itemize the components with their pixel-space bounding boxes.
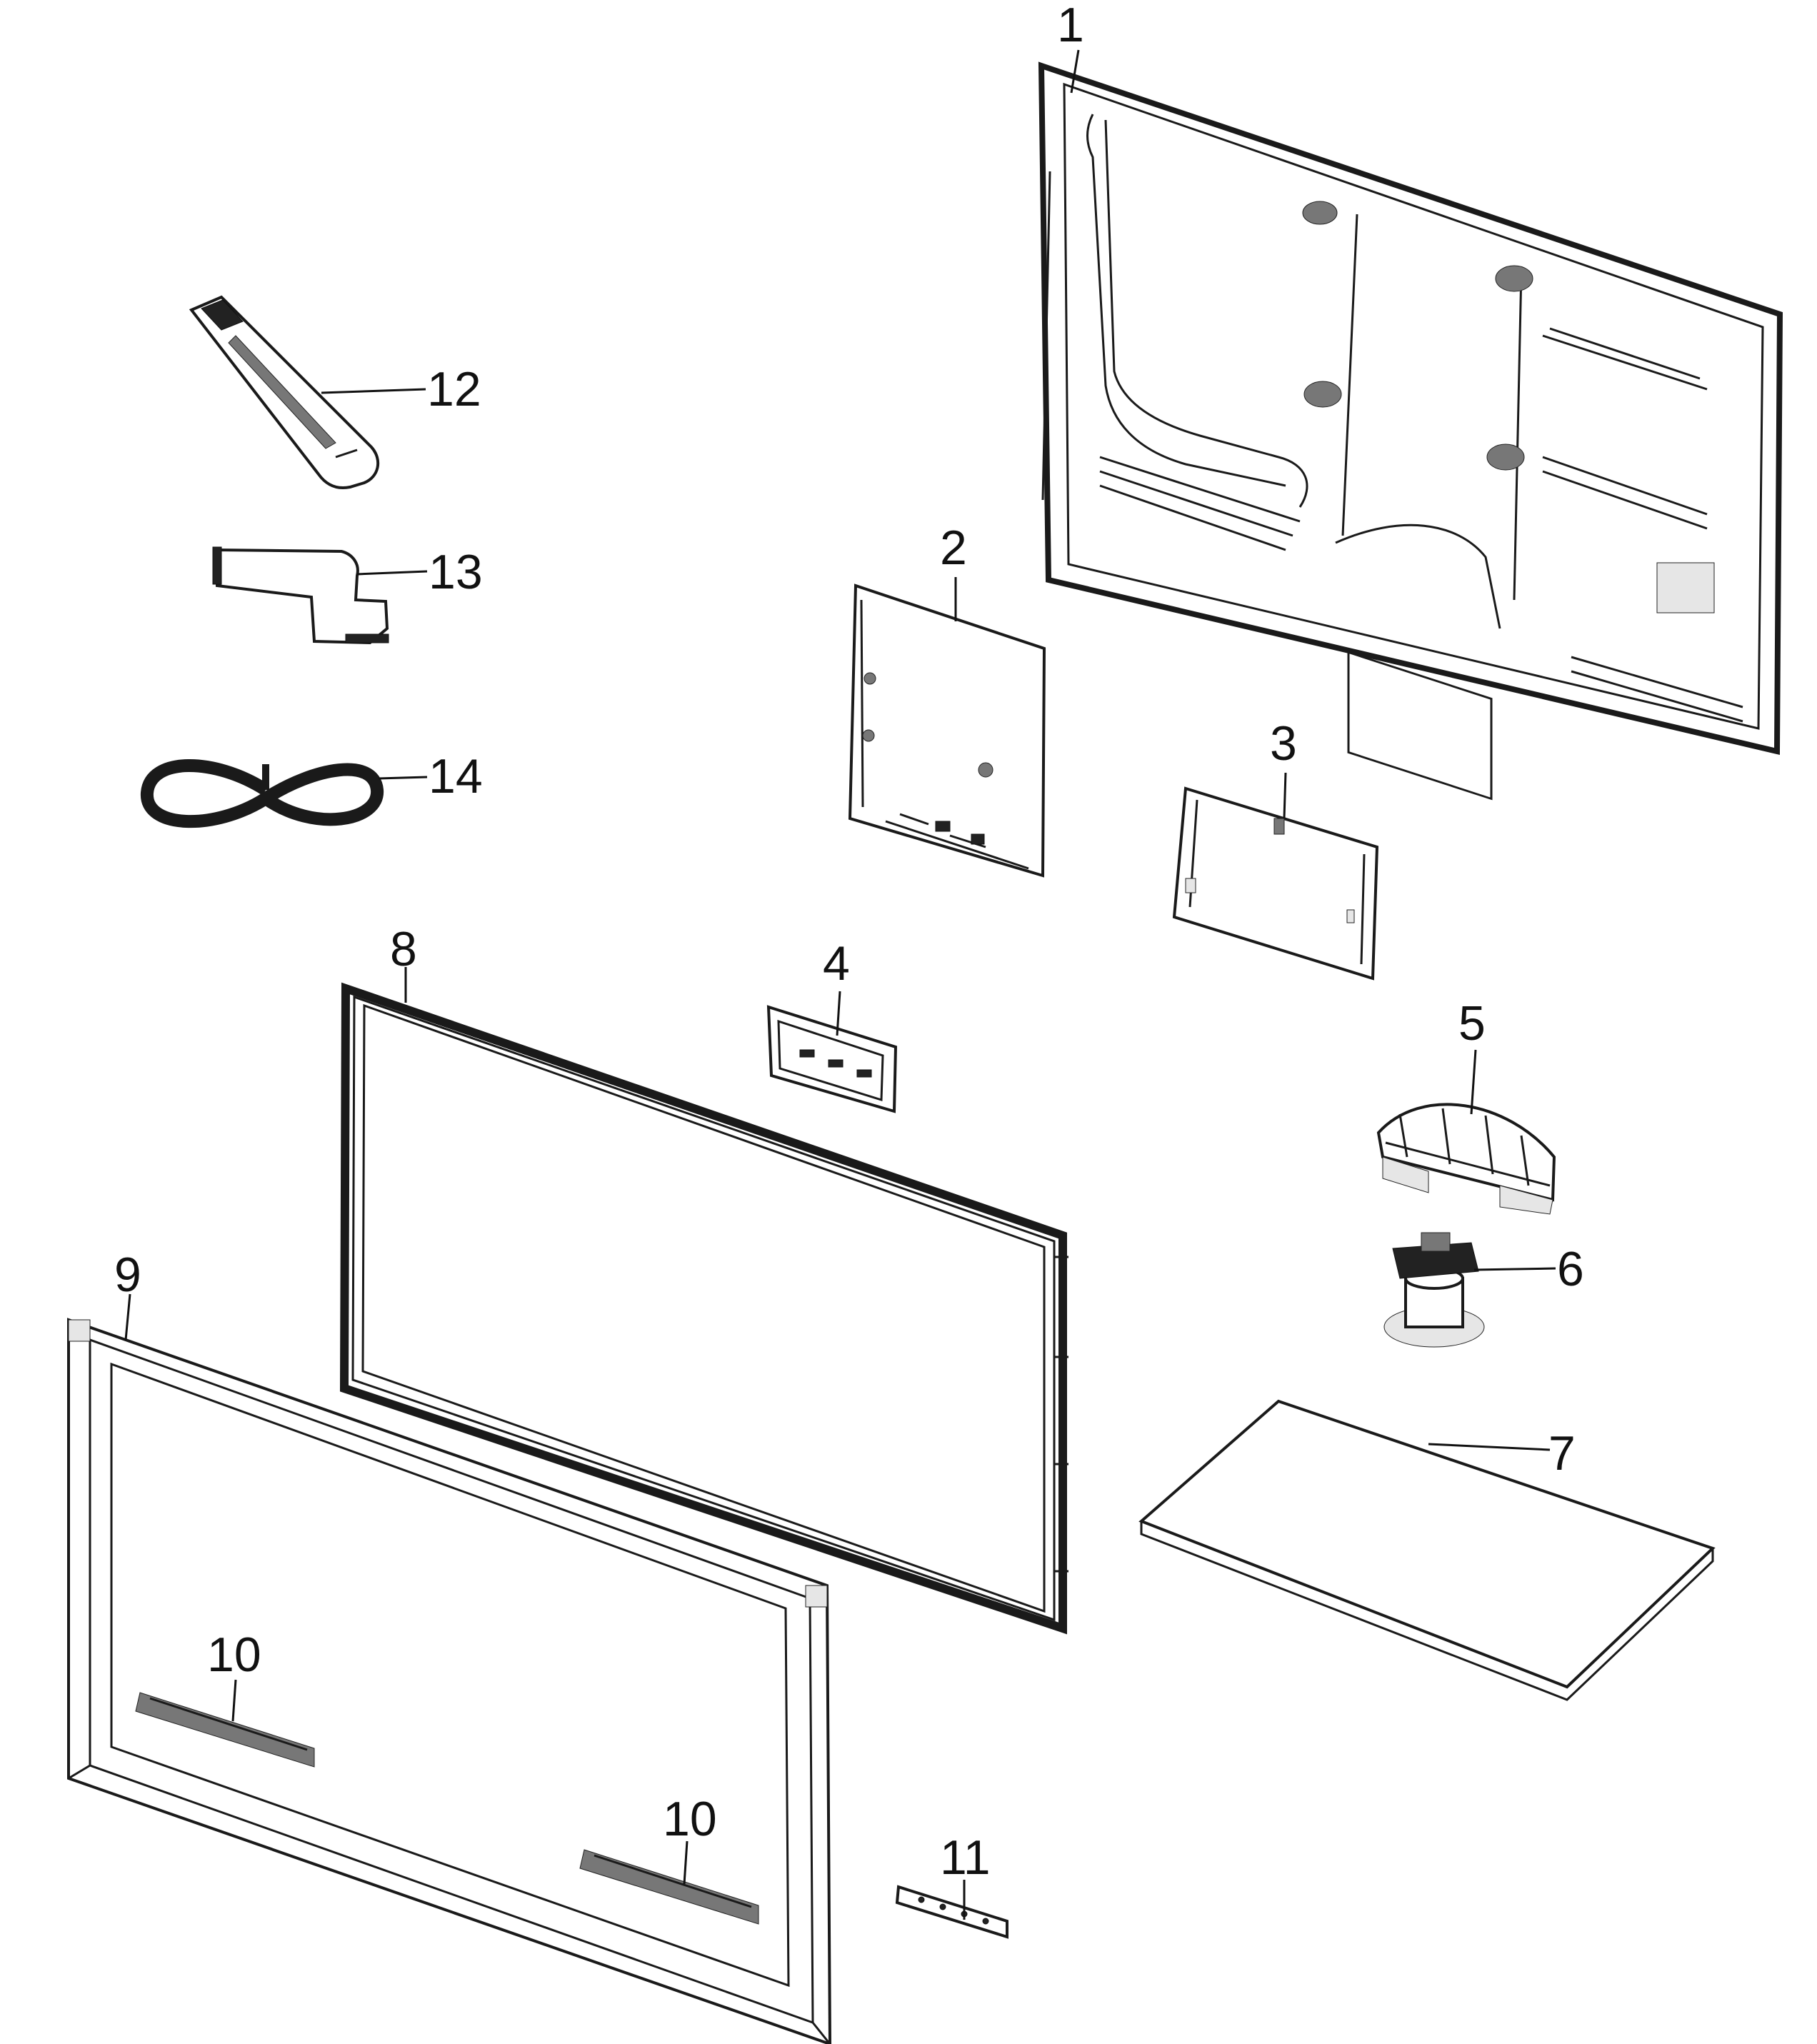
stand-neck — [1383, 1232, 1485, 1348]
callout-label-8: 8 — [390, 922, 417, 976]
callout-label-7: 7 — [1548, 1426, 1576, 1481]
function-board — [766, 1005, 898, 1113]
speaker-right — [579, 1849, 759, 1925]
callout-label-14: 14 — [429, 749, 483, 803]
callout-label-2: 2 — [940, 521, 967, 575]
callout-label-6: 6 — [1557, 1242, 1584, 1296]
callout-label-10b: 10 — [663, 1792, 717, 1846]
main-board — [848, 583, 1046, 878]
callout-label-3: 3 — [1270, 716, 1297, 771]
panel — [339, 982, 1068, 1635]
front-bezel — [67, 1318, 832, 2044]
ir-board — [895, 1885, 1008, 1939]
remote-control — [189, 295, 379, 489]
callout-label-4: 4 — [823, 936, 850, 991]
callout-label-1: 1 — [1057, 0, 1084, 52]
back-cover — [1038, 61, 1783, 801]
power-cord — [140, 759, 384, 828]
callout-label-5: 5 — [1458, 996, 1486, 1051]
callout-label-12: 12 — [427, 362, 481, 416]
power-board — [1172, 786, 1379, 981]
lvds-cable — [212, 546, 389, 645]
stand-neck-cover — [1376, 1103, 1556, 1215]
callout-label-10a: 10 — [207, 1628, 261, 1682]
stand-base — [1138, 1399, 1716, 1701]
speaker-left — [135, 1692, 315, 1768]
callout-label-11: 11 — [940, 1830, 991, 1885]
callout-label-13: 13 — [429, 545, 483, 599]
callout-label-9: 9 — [114, 1248, 141, 1302]
